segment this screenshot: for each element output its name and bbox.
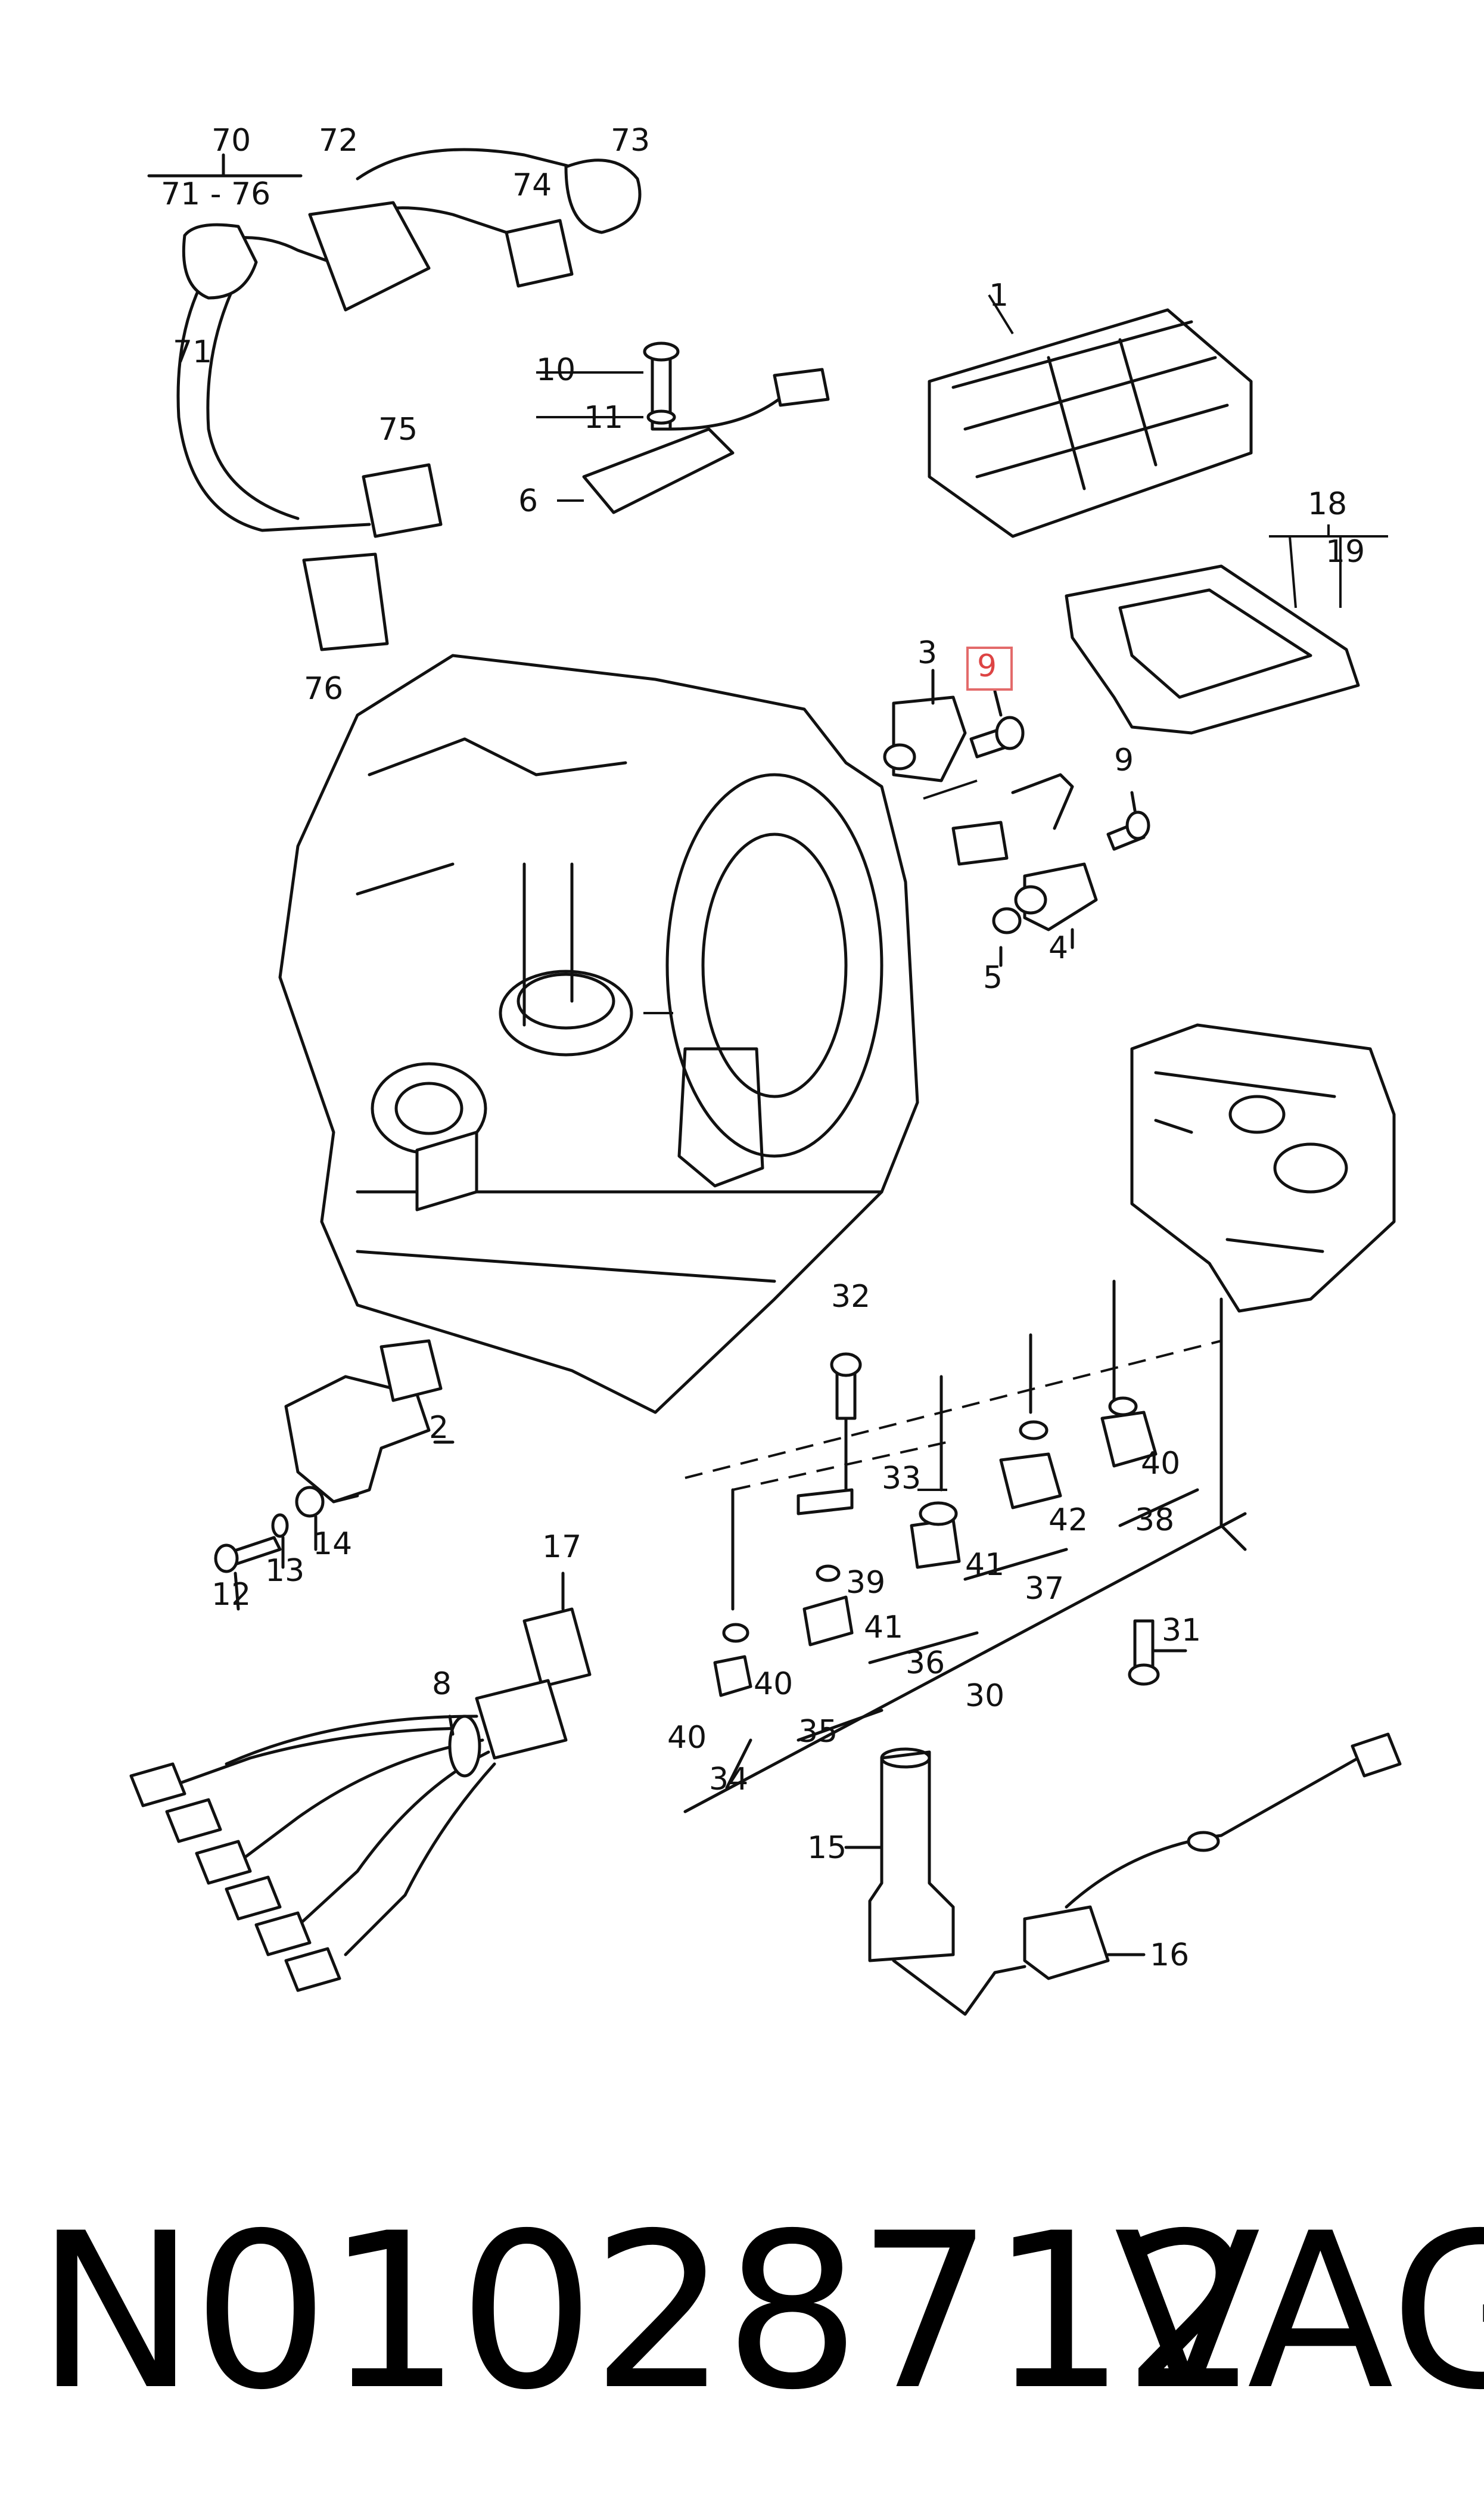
- callout-30: 30: [965, 1678, 1005, 1714]
- callout-74: 74: [512, 167, 552, 203]
- callout-11: 11: [584, 400, 624, 436]
- callout-72: 72: [319, 123, 359, 159]
- callout-8: 8: [432, 1666, 452, 1702]
- callout-12: 12: [211, 1577, 251, 1613]
- transmission-housing: [278, 654, 978, 1414]
- gasket-18: [1065, 524, 1388, 735]
- callout-37: 37: [1025, 1571, 1065, 1607]
- callout-6: 6: [518, 483, 539, 519]
- callout-14: 14: [313, 1526, 353, 1562]
- callout-75: 75: [378, 412, 418, 448]
- callout-41-b: 41: [965, 1547, 1005, 1583]
- callout-9: 9: [1114, 743, 1134, 778]
- bracket-assembly-6: [536, 341, 830, 514]
- callout-17: 17: [542, 1529, 582, 1565]
- callout-40-c: 40: [1141, 1446, 1181, 1481]
- callout-15: 15: [807, 1830, 847, 1866]
- callout-13: 13: [265, 1553, 305, 1589]
- callout-9-highlight-box: [966, 647, 1013, 691]
- bolt-9-top: [969, 689, 1025, 759]
- sensor-3: [883, 669, 967, 782]
- wiring-harness-8: [129, 1571, 592, 1992]
- callout-9-highlighted: 9: [977, 648, 997, 684]
- brand-name: VAG: [1114, 2187, 1484, 2437]
- bolt-9-right: [1106, 791, 1150, 851]
- bolts-31-32: [830, 1352, 1187, 1686]
- leader-lines: [643, 1012, 947, 1491]
- callout-34: 34: [709, 1762, 749, 1797]
- callout-76: 76: [304, 671, 344, 707]
- callout-18: 18: [1308, 486, 1348, 522]
- callout-1: 1: [989, 278, 1009, 313]
- washers-13-14: [271, 1486, 325, 1569]
- callout-4: 4: [1049, 930, 1069, 966]
- callout-70: 70: [211, 123, 251, 159]
- callout-32: 32: [831, 1279, 871, 1315]
- diagram-drawing: [129, 148, 1402, 2016]
- callout-71: 71: [173, 334, 213, 370]
- solenoid-valves-group-30: [683, 1279, 1247, 1813]
- callout-41-a: 41: [864, 1610, 904, 1645]
- callout-36: 36: [906, 1645, 945, 1681]
- callout-5: 5: [983, 960, 1003, 996]
- callout-19: 19: [1326, 534, 1365, 570]
- callout-38: 38: [1135, 1502, 1175, 1538]
- callout-16: 16: [1150, 1937, 1190, 1973]
- callout-2: 2: [429, 1410, 449, 1446]
- callout-31: 31: [1162, 1613, 1202, 1648]
- callout-39: 39: [846, 1565, 886, 1601]
- callout-3: 3: [917, 635, 938, 671]
- callout-40-a: 40: [667, 1720, 707, 1756]
- control-unit-1: [928, 294, 1253, 538]
- bolt-12: [214, 1536, 282, 1611]
- callout-33: 33: [882, 1461, 922, 1496]
- sensor-4: [951, 773, 1098, 967]
- valve-body: [1130, 1023, 1396, 1551]
- gasket-2: [284, 1339, 455, 1504]
- callout-35: 35: [798, 1714, 838, 1750]
- callout-71-76: 71 - 76: [161, 176, 271, 212]
- callout-10: 10: [536, 352, 576, 388]
- wiring-harness-top: [147, 148, 642, 651]
- pipe-15: [844, 1747, 955, 1962]
- callout-40-b: 40: [754, 1666, 794, 1702]
- sensor-16: [892, 1732, 1402, 2016]
- part-number: N01028712: [36, 2187, 1259, 2437]
- callout-42: 42: [1049, 1502, 1088, 1538]
- callout-73: 73: [611, 123, 651, 159]
